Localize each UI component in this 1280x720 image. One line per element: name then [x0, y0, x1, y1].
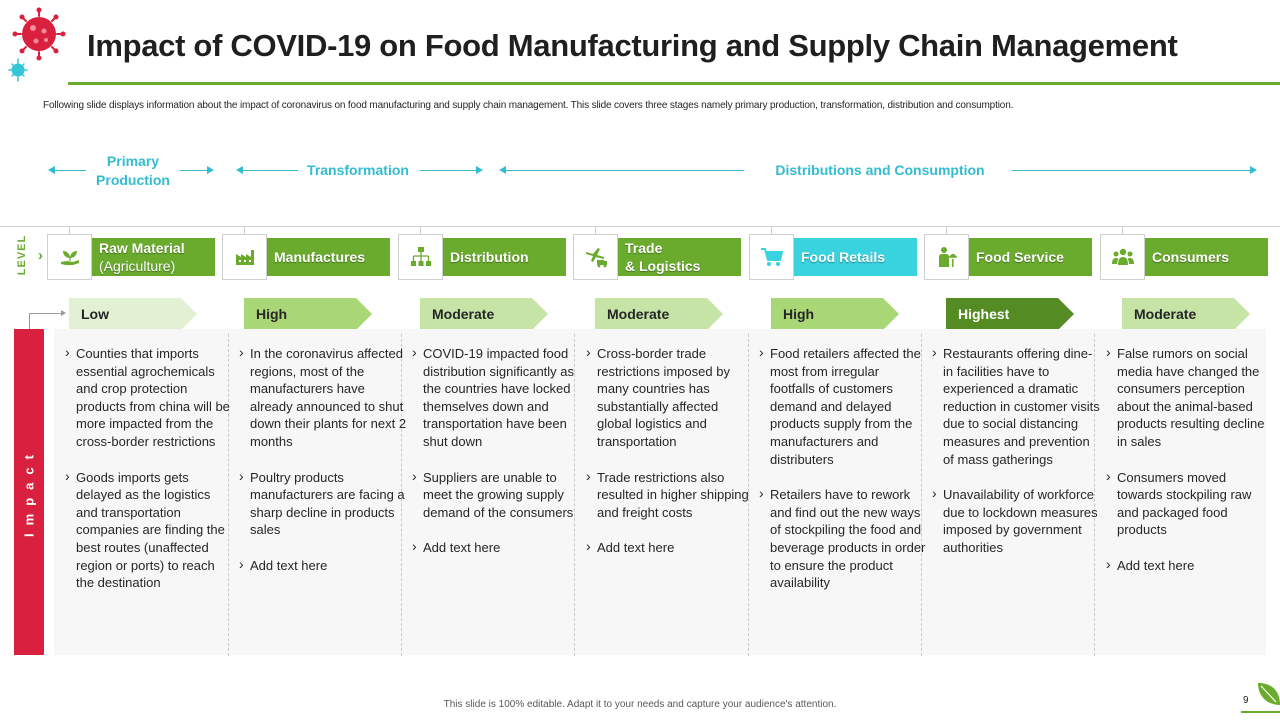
stage-stem: [946, 227, 947, 238]
plane-truck-icon: [573, 234, 618, 280]
impact-bullet: Trade restrictions also resulted in high…: [586, 468, 754, 522]
phase-line: [241, 170, 298, 171]
stage-label: Food Service: [976, 249, 1064, 265]
phase-distribution-consumption: Distributions and Consumption: [775, 162, 985, 178]
impact-column-food-retails: Food retailers affected the most from ir…: [759, 344, 927, 610]
phase-line: [504, 170, 744, 171]
connector-line: [29, 313, 30, 329]
chevron-right-icon: ›: [38, 247, 43, 264]
stage-label: Distribution: [450, 249, 529, 265]
arrow-left-icon: [48, 166, 55, 174]
impact-bullet: Add text here: [239, 556, 407, 575]
impact-bullet: COVID-19 impacted food distribution sign…: [412, 344, 580, 451]
impact-column-trade-logistics: Cross-border trade restrictions imposed …: [586, 344, 754, 575]
impact-bullet: In the coronavirus affected regions, mos…: [239, 344, 407, 451]
stage-label: Manufactures: [274, 249, 366, 265]
impact-column-raw-material: Counties that imports essential agrochem…: [65, 344, 233, 610]
tag-arrow-shape: [1122, 298, 1250, 330]
tag-arrow-shape: [771, 298, 899, 330]
impact-column-food-service: Restaurants offering dine-in facilities …: [932, 344, 1100, 575]
tag-arrow-shape: [420, 298, 548, 330]
phase-line: [420, 170, 478, 171]
people-group-icon: [1100, 234, 1145, 280]
tag-arrow-shape: [946, 298, 1074, 330]
stage-label: Food Retails: [801, 249, 886, 265]
phase-primary-production: Primary Production: [96, 153, 170, 188]
stage-food-service: Food Service: [924, 234, 1092, 280]
level-label: LEVEL: [16, 234, 28, 276]
impact-bullet: Poultry products manufacturers are facin…: [239, 468, 407, 539]
arrow-left-icon: [236, 166, 243, 174]
impact-column-consumers: False rumors on social media have change…: [1106, 344, 1274, 593]
page-number-rule: [1241, 711, 1280, 713]
page-number: 9: [1243, 695, 1249, 706]
stage-distribution: Distribution: [398, 234, 566, 280]
tag-arrow-shape: [244, 298, 372, 330]
stage-trade-logistics: Trade& Logistics: [573, 234, 741, 280]
impact-bullet: Add text here: [1106, 556, 1274, 575]
arrow-left-icon: [499, 166, 506, 174]
stage-food-retails: Food Retails: [749, 234, 917, 280]
virus-logo-icon: [8, 7, 66, 82]
arrow-right-icon: [207, 166, 214, 174]
title-underline: [68, 82, 1280, 85]
impact-bullet: Add text here: [412, 538, 580, 557]
stage-stem: [595, 227, 596, 238]
waiter-icon: [924, 234, 969, 280]
network-icon: [398, 234, 443, 280]
stage-manufactures: Manufactures: [222, 234, 390, 280]
arrow-right-icon: [476, 166, 483, 174]
stage-raw-material: Raw Material(Agriculture): [47, 234, 215, 280]
tag-arrow-shape: [69, 298, 197, 330]
stage-label: Trade& Logistics: [625, 240, 701, 274]
page-subtitle: Following slide displays information abo…: [43, 100, 1014, 111]
footer-note: This slide is 100% editable. Adapt it to…: [443, 699, 837, 710]
impact-bullet: Counties that imports essential agrochem…: [65, 344, 233, 451]
stage-stem: [420, 227, 421, 238]
stage-label: Raw Material(Agriculture): [99, 240, 185, 274]
level-divider: [0, 226, 1280, 227]
arrow-right-icon: [1250, 166, 1257, 174]
connector-line: [29, 313, 62, 314]
impact-bullet: Add text here: [586, 538, 754, 557]
tag-arrow-shape: [595, 298, 723, 330]
shopping-cart-icon: [749, 234, 794, 280]
plant-hand-icon: [47, 234, 92, 280]
impact-bullet: Food retailers affected the most from ir…: [759, 344, 927, 468]
stage-label: Consumers: [1152, 249, 1230, 265]
stage-stem: [1122, 227, 1123, 238]
impact-bullet: Cross-border trade restrictions imposed …: [586, 344, 754, 451]
phase-line: [1012, 170, 1252, 171]
arrow-right-icon: [61, 310, 66, 316]
phase-line: [53, 170, 86, 171]
factory-icon: [222, 234, 267, 280]
page-title: Impact of COVID-19 on Food Manufacturing…: [87, 28, 1178, 63]
stage-consumers: Consumers: [1100, 234, 1268, 280]
leaf-icon: [1258, 683, 1280, 705]
impact-label-bar: Impact: [14, 329, 44, 655]
phase-line: [180, 170, 210, 171]
impact-bullet: Retailers have to rework and find out th…: [759, 485, 927, 592]
impact-bullet: Consumers moved towards stockpiling raw …: [1106, 468, 1274, 539]
impact-column-manufactures: In the coronavirus affected regions, mos…: [239, 344, 407, 593]
stage-stem: [69, 227, 70, 238]
stage-stem: [244, 227, 245, 238]
stage-stem: [771, 227, 772, 238]
impact-column-distribution: COVID-19 impacted food distribution sign…: [412, 344, 580, 575]
impact-bullet: Goods imports gets delayed as the logist…: [65, 468, 233, 592]
impact-bullet: Restaurants offering dine-in facilities …: [932, 344, 1100, 468]
impact-bullet: Suppliers are unable to meet the growing…: [412, 468, 580, 522]
phase-transformation: Transformation: [307, 162, 409, 178]
impact-bullet: False rumors on social media have change…: [1106, 344, 1274, 451]
impact-bullet: Unavailability of workforce due to lockd…: [932, 485, 1100, 556]
